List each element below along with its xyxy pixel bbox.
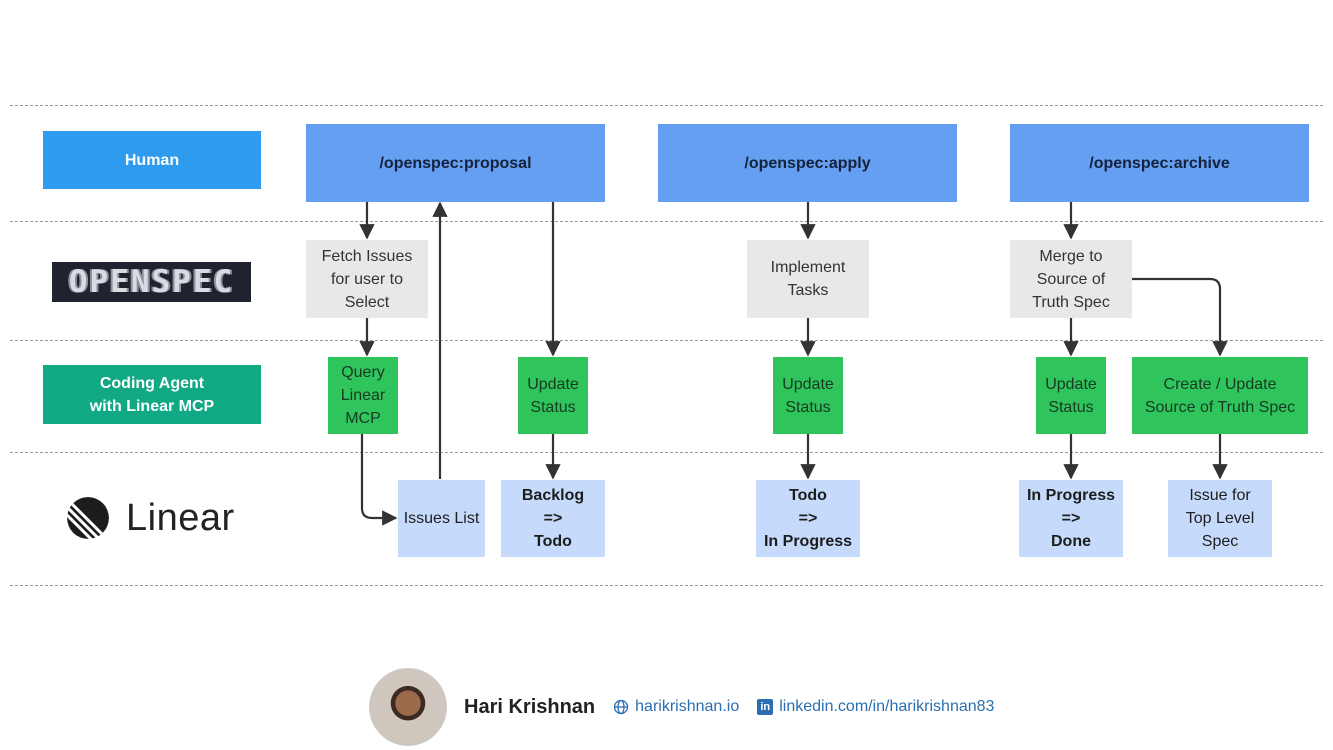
linkedin-link[interactable]: in linkedin.com/in/harikrishnan83 <box>757 698 994 716</box>
linear-logo-icon <box>67 497 109 539</box>
author-name: Hari Krishnan <box>464 695 596 718</box>
lane-divider <box>10 105 1323 106</box>
lane-divider <box>10 221 1323 222</box>
openspec-logo: OPENSPEC <box>52 262 251 302</box>
step-create-update-spec: Create / Update Source of Truth Spec <box>1132 357 1308 434</box>
command-proposal: /openspec:proposal <box>306 124 605 202</box>
step-update-status-archive: Update Status <box>1036 357 1106 434</box>
lane-label-agent: Coding Agent with Linear MCP <box>43 365 261 424</box>
linkedin-icon: in <box>757 699 774 715</box>
website-text: harikrishnan.io <box>635 698 740 715</box>
website-link[interactable]: harikrishnan.io <box>613 698 739 716</box>
linear-issues-list: Issues List <box>398 480 485 557</box>
lane-divider <box>10 585 1323 586</box>
linear-wordmark: Linear <box>126 496 235 539</box>
lane-divider <box>10 452 1323 453</box>
step-implement-tasks: Implement Tasks <box>747 240 869 318</box>
lane-label-human: Human <box>43 131 261 189</box>
linkedin-text: linkedin.com/in/harikrishnan83 <box>779 698 995 715</box>
globe-icon <box>614 699 629 715</box>
lane-divider <box>10 340 1323 341</box>
step-update-status-proposal: Update Status <box>518 357 588 434</box>
avatar-photo <box>369 668 447 746</box>
command-archive: /openspec:archive <box>1010 124 1309 202</box>
step-merge-spec: Merge to Source of Truth Spec <box>1010 240 1132 318</box>
linear-backlog-to-todo: Backlog => Todo <box>501 480 605 557</box>
linear-todo-to-inprogress: Todo => In Progress <box>756 480 860 557</box>
command-apply: /openspec:apply <box>658 124 957 202</box>
linear-issue-top-level-spec: Issue for Top Level Spec <box>1168 480 1272 557</box>
step-query-linear: Query Linear MCP <box>328 357 398 434</box>
arrow-merge-to-create <box>1132 277 1228 357</box>
author-footer: Hari Krishnan harikrishnan.io in linkedi… <box>369 668 994 746</box>
linear-logo: Linear <box>66 495 235 541</box>
arrow-query-to-issues <box>360 433 398 526</box>
linear-inprogress-to-done: In Progress => Done <box>1019 480 1123 557</box>
step-fetch-issues: Fetch Issues for user to Select <box>306 240 428 318</box>
step-update-status-apply: Update Status <box>773 357 843 434</box>
